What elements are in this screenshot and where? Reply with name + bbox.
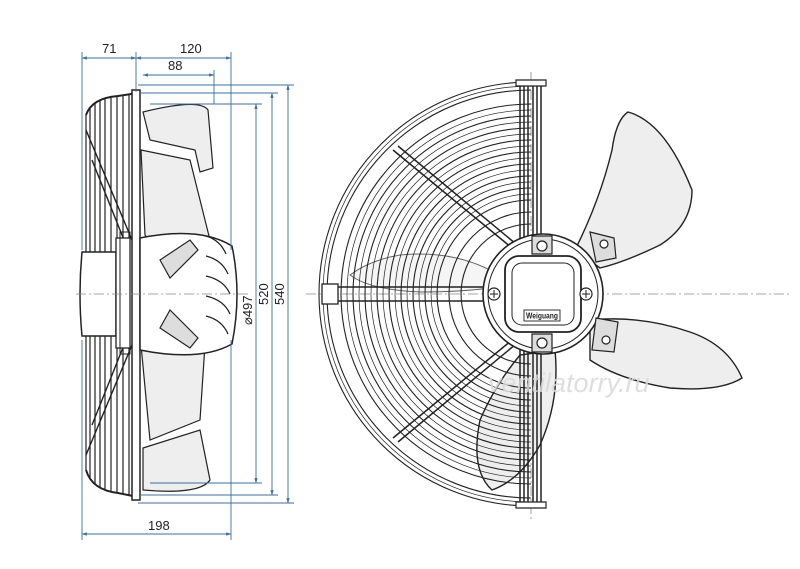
blade-bottom [476, 349, 557, 491]
brand-plate-text: Weiguang [526, 312, 558, 321]
side-frame-ring [131, 89, 141, 501]
dim-497: ⌀497 [240, 295, 255, 325]
side-guard-bottom [85, 469, 139, 498]
front-brand-plate [523, 309, 561, 322]
side-guard-struts [85, 129, 133, 456]
watermark-text: ventilatorry.ru [488, 368, 650, 398]
front-blades [349, 111, 743, 491]
dim-71: 71 [102, 41, 116, 56]
front-guard-rings [318, 81, 532, 507]
dim-120: 120 [180, 41, 202, 56]
blade-right [589, 318, 743, 390]
dim-540: 540 [272, 283, 287, 305]
front-blade-clips [531, 231, 619, 353]
side-hub-fins [205, 235, 231, 335]
side-guard-top [85, 92, 139, 116]
side-blade-upper [142, 103, 214, 173]
dim-198: 198 [148, 518, 170, 533]
side-view [76, 89, 250, 501]
front-left-bracket [321, 283, 339, 305]
front-guard-struts [326, 145, 517, 443]
dim-88: 88 [168, 58, 182, 73]
dim-520: 520 [256, 283, 271, 305]
side-blade-lower-2 [142, 429, 211, 492]
blade-top [574, 111, 693, 269]
side-dimensions [81, 52, 294, 540]
front-view [306, 72, 790, 520]
